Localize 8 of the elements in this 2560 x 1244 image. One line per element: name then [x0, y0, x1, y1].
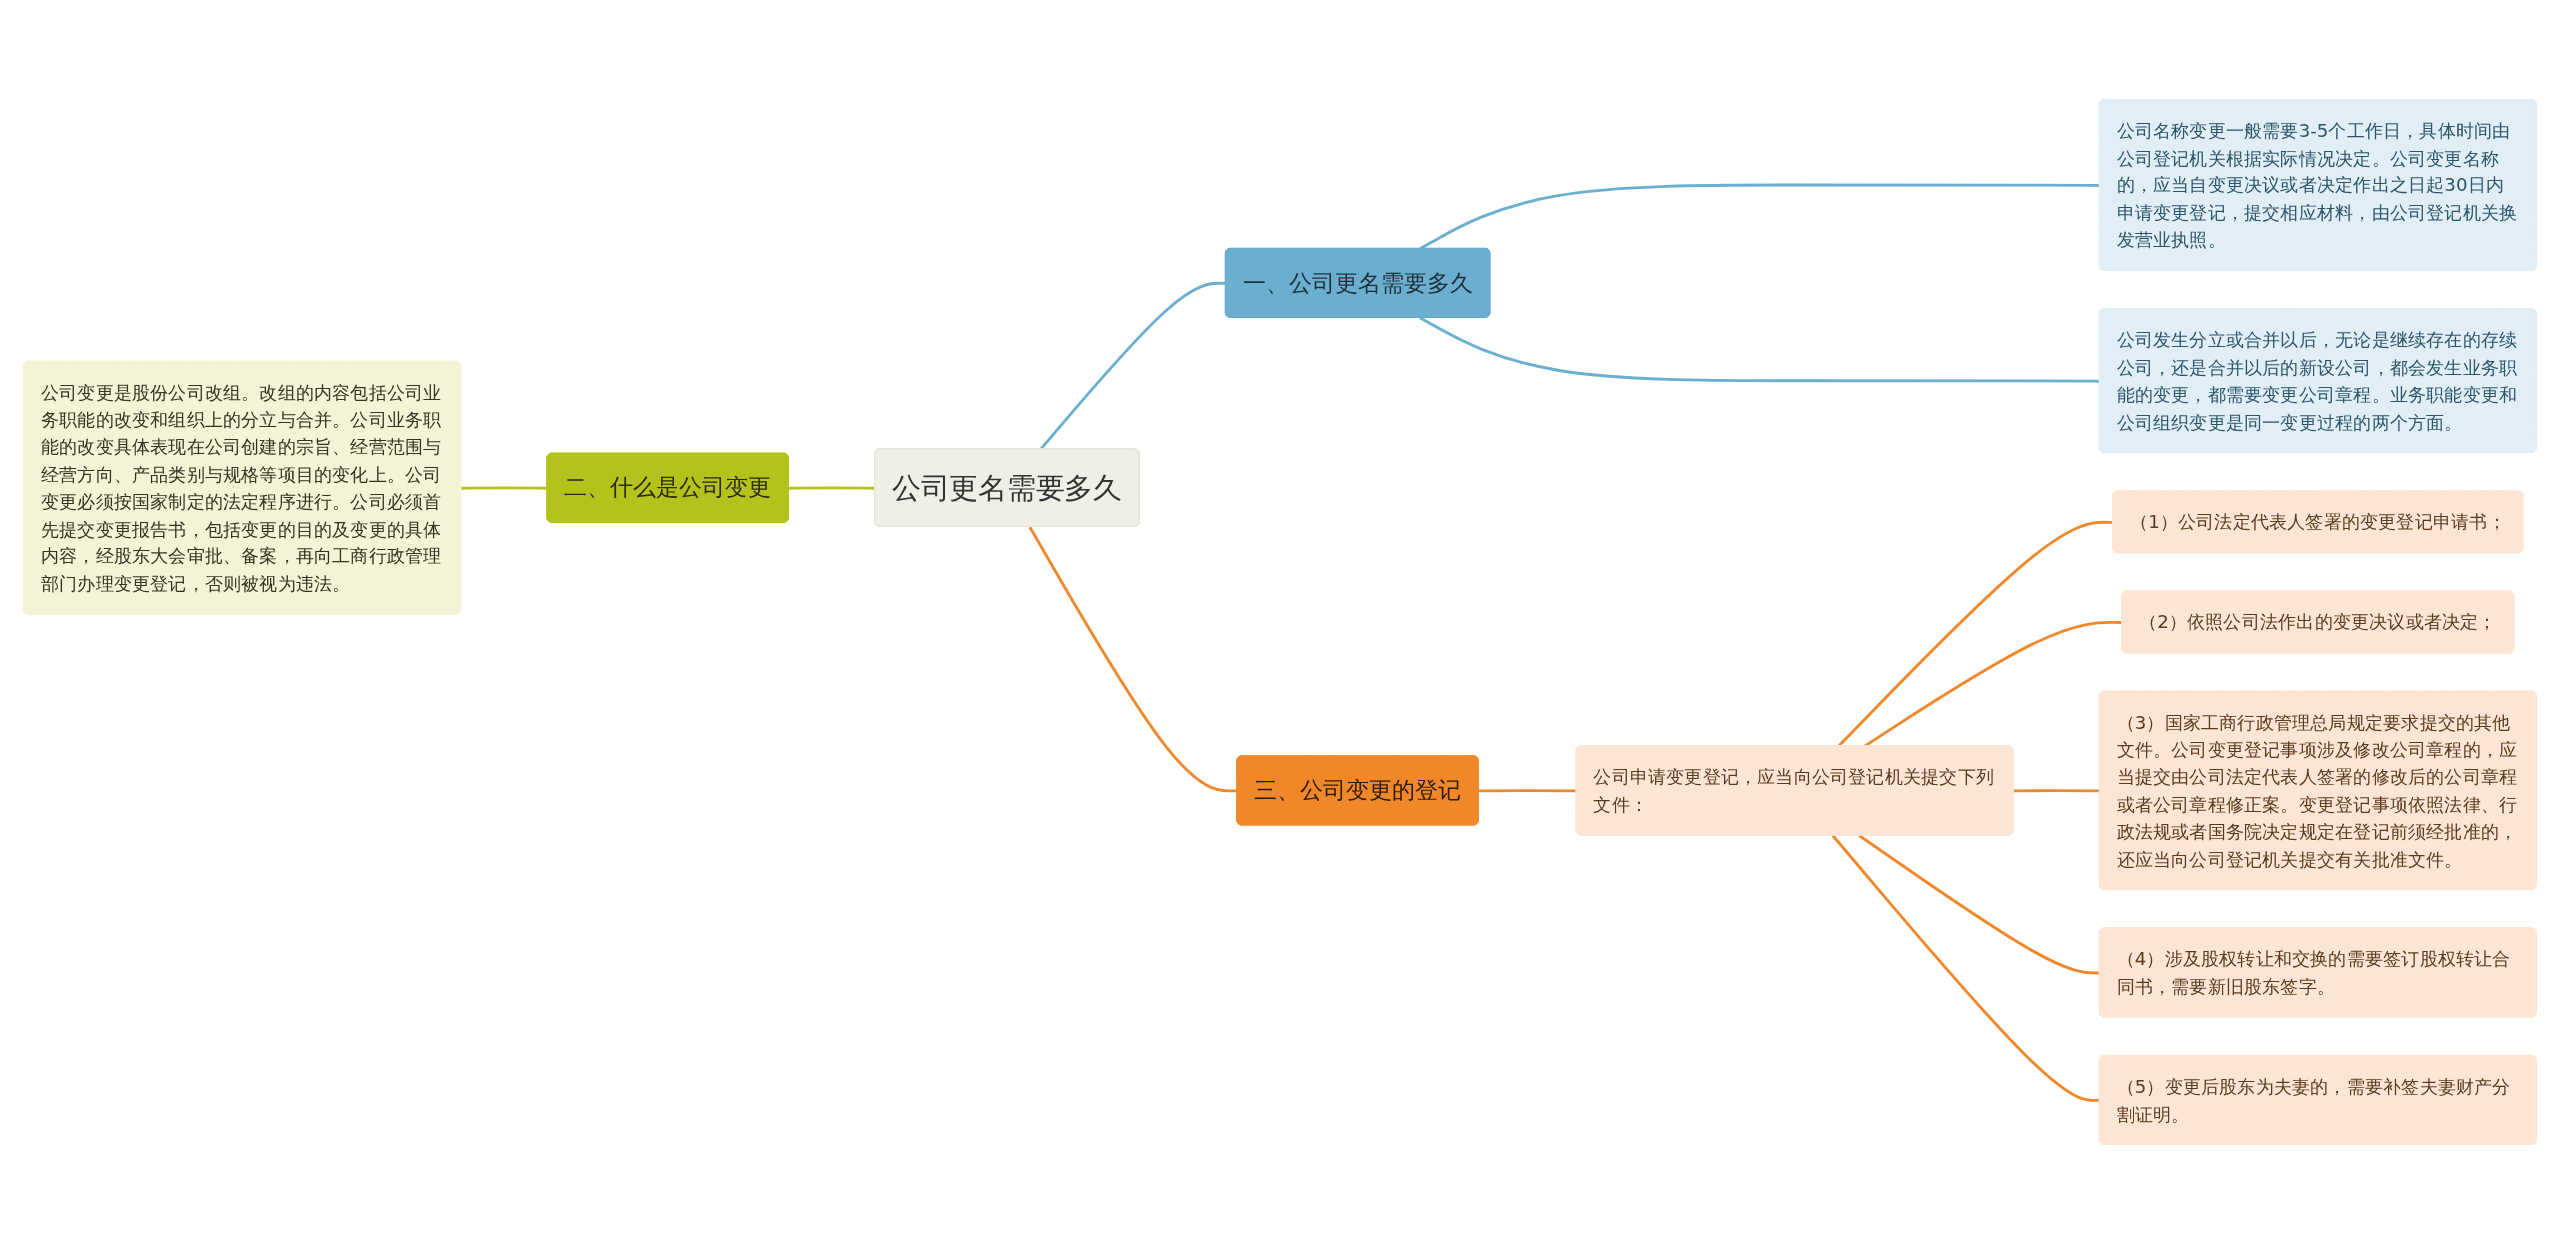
- connector: [1028, 526, 1238, 793]
- connector: [1831, 834, 2100, 1102]
- connector: [1419, 316, 2100, 383]
- connector: [1858, 834, 2100, 975]
- connector: [1478, 789, 1577, 793]
- connector: [461, 486, 548, 490]
- connector: [2013, 789, 2100, 793]
- connector: [788, 486, 876, 490]
